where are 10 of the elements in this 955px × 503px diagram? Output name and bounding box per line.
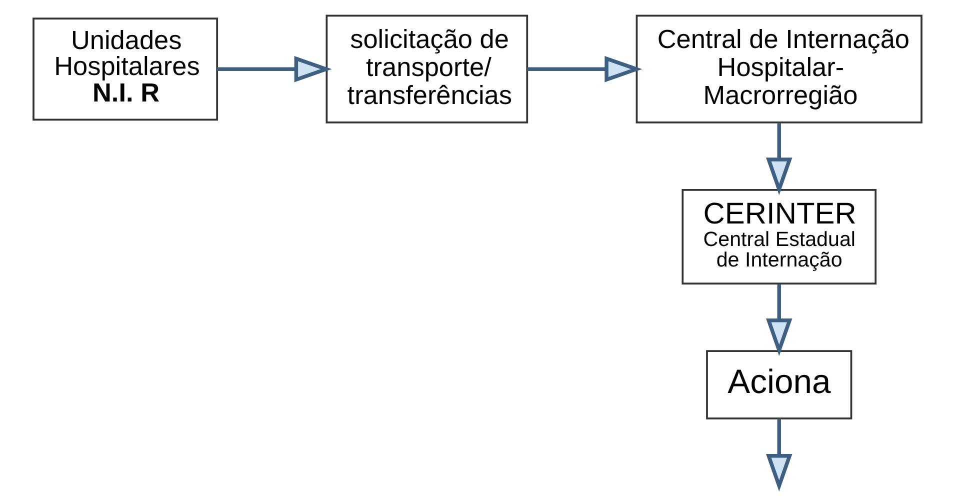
arrow	[766, 284, 792, 356]
arrow	[527, 56, 642, 82]
arrow	[766, 122, 792, 196]
node-box: Unidades Hospitalares N.I. R	[32, 18, 218, 121]
node-box: Aciona	[706, 350, 852, 420]
arrow	[217, 56, 332, 82]
node-box: Central de Internação Hospitalar- Macrorregião	[636, 14, 922, 124]
node-box: CERINTER Central Estadual de Internação	[682, 189, 877, 285]
node-box: solicitação de transporte/ transferências	[326, 14, 528, 124]
arrow	[766, 418, 792, 492]
